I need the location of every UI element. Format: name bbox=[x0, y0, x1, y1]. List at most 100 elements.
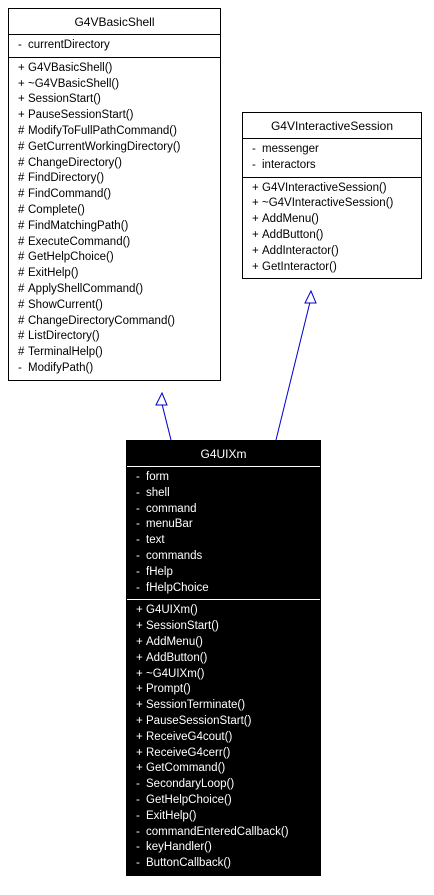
visibility-marker: - bbox=[136, 825, 140, 838]
class-member: +PauseSessionStart() bbox=[18, 108, 220, 124]
class-member: +~G4VBasicShell() bbox=[18, 77, 220, 93]
visibility-marker: + bbox=[18, 93, 25, 106]
class-member: -form bbox=[136, 470, 320, 486]
member-name: SessionTerminate() bbox=[146, 699, 246, 712]
member-name: ExitHelp() bbox=[28, 267, 79, 280]
visibility-marker: # bbox=[18, 330, 25, 343]
class-member: -commands bbox=[136, 549, 320, 565]
class-member: -interactors bbox=[252, 158, 421, 174]
member-name: ReceiveG4cout() bbox=[146, 730, 233, 743]
class-name: G4VInteractiveSession bbox=[243, 113, 421, 139]
visibility-marker: - bbox=[136, 841, 140, 854]
visibility-marker: # bbox=[18, 314, 25, 327]
visibility-marker: - bbox=[18, 361, 22, 374]
class-member: +G4VBasicShell() bbox=[18, 61, 220, 77]
visibility-marker: - bbox=[136, 581, 140, 594]
class-member: -SecondaryLoop() bbox=[136, 777, 320, 793]
class-member: -ModifyPath() bbox=[18, 361, 220, 377]
class-box-g4vbasicshell: G4VBasicShell -currentDirectory +G4VBasi… bbox=[8, 8, 221, 381]
member-name: PauseSessionStart() bbox=[146, 714, 252, 727]
class-member: -text bbox=[136, 533, 320, 549]
visibility-marker: - bbox=[136, 793, 140, 806]
member-name: form bbox=[146, 471, 169, 483]
member-name: commands bbox=[146, 549, 203, 562]
visibility-marker: + bbox=[252, 260, 259, 273]
member-name: ModifyPath() bbox=[28, 361, 94, 374]
class-member: +SessionStart() bbox=[136, 619, 320, 635]
visibility-marker: # bbox=[18, 346, 25, 359]
class-member: -menuBar bbox=[136, 517, 320, 533]
class-member: #ExecuteCommand() bbox=[18, 235, 220, 251]
member-name: fHelp bbox=[146, 565, 173, 578]
operations-section: +G4UIXm()+SessionStart()+AddMenu()+AddBu… bbox=[127, 600, 320, 875]
class-member: +ReceiveG4cerr() bbox=[136, 746, 320, 762]
member-name: ChangeDirectoryCommand() bbox=[28, 314, 175, 327]
member-name: ~G4VBasicShell() bbox=[28, 77, 120, 90]
member-name: ~G4UIXm() bbox=[146, 667, 205, 680]
class-member: +GetInteractor() bbox=[252, 260, 421, 276]
visibility-marker: - bbox=[136, 565, 140, 578]
class-member: +AddMenu() bbox=[252, 212, 421, 228]
class-member: -GetHelpChoice() bbox=[136, 793, 320, 809]
visibility-marker: + bbox=[136, 730, 143, 743]
member-name: AddButton() bbox=[146, 651, 208, 664]
class-member: +ReceiveG4cout() bbox=[136, 730, 320, 746]
member-name: text bbox=[146, 534, 165, 547]
member-name: G4VInteractiveSession() bbox=[262, 181, 387, 194]
visibility-marker: - bbox=[136, 809, 140, 822]
member-name: ExecuteCommand() bbox=[28, 235, 131, 248]
visibility-marker: + bbox=[136, 667, 143, 680]
class-member: #GetHelpChoice() bbox=[18, 250, 220, 266]
member-name: AddButton() bbox=[262, 228, 324, 241]
member-name: menuBar bbox=[146, 518, 193, 531]
visibility-marker: + bbox=[252, 197, 259, 210]
inheritance-arrow-basic-shell bbox=[155, 391, 168, 406]
member-name: Prompt() bbox=[146, 683, 191, 696]
member-name: G4VBasicShell() bbox=[28, 61, 113, 74]
attributes-section: -messenger-interactors bbox=[243, 139, 421, 178]
visibility-marker: + bbox=[18, 109, 25, 122]
member-name: ShowCurrent() bbox=[28, 298, 103, 311]
class-member: +AddButton() bbox=[136, 651, 320, 667]
class-member: #ListDirectory() bbox=[18, 329, 220, 345]
visibility-marker: # bbox=[18, 298, 25, 311]
member-name: shell bbox=[146, 486, 170, 499]
visibility-marker: + bbox=[136, 620, 143, 633]
operations-section: +G4VBasicShell()+~G4VBasicShell()+Sessio… bbox=[9, 58, 220, 380]
visibility-marker: # bbox=[18, 172, 25, 185]
visibility-marker: # bbox=[18, 219, 25, 232]
member-name: keyHandler() bbox=[146, 841, 212, 854]
member-name: ReceiveG4cerr() bbox=[146, 746, 231, 759]
class-member: -command bbox=[136, 502, 320, 518]
member-name: AddMenu() bbox=[146, 635, 203, 648]
visibility-marker: - bbox=[252, 143, 256, 155]
edge-uixm-to-interactive-session bbox=[275, 301, 311, 441]
class-member: -keyHandler() bbox=[136, 840, 320, 856]
visibility-marker: - bbox=[136, 857, 140, 870]
class-member: -ExitHelp() bbox=[136, 809, 320, 825]
member-name: AddInteractor() bbox=[262, 244, 339, 257]
member-name: messenger bbox=[262, 143, 319, 155]
member-name: currentDirectory bbox=[28, 39, 110, 51]
class-member: #FindDirectory() bbox=[18, 171, 220, 187]
class-member: #FindMatchingPath() bbox=[18, 219, 220, 235]
member-name: GetHelpChoice() bbox=[28, 251, 114, 264]
member-name: interactors bbox=[262, 158, 316, 171]
class-member: +GetCommand() bbox=[136, 761, 320, 777]
visibility-marker: + bbox=[136, 746, 143, 759]
class-box-g4uixm: G4UIXm -form-shell-command-menuBar-text-… bbox=[126, 440, 321, 876]
member-name: AddMenu() bbox=[262, 213, 319, 226]
member-name: FindDirectory() bbox=[28, 172, 105, 185]
visibility-marker: - bbox=[252, 158, 256, 171]
visibility-marker: - bbox=[136, 502, 140, 515]
visibility-marker: - bbox=[136, 549, 140, 562]
visibility-marker: # bbox=[18, 156, 25, 169]
class-member: #ExitHelp() bbox=[18, 266, 220, 282]
visibility-marker: + bbox=[252, 228, 259, 241]
class-member: -commandEnteredCallback() bbox=[136, 825, 320, 841]
visibility-marker: + bbox=[136, 604, 143, 617]
visibility-marker: + bbox=[136, 699, 143, 712]
class-name: G4UIXm bbox=[127, 441, 320, 467]
member-name: SessionStart() bbox=[28, 93, 101, 106]
